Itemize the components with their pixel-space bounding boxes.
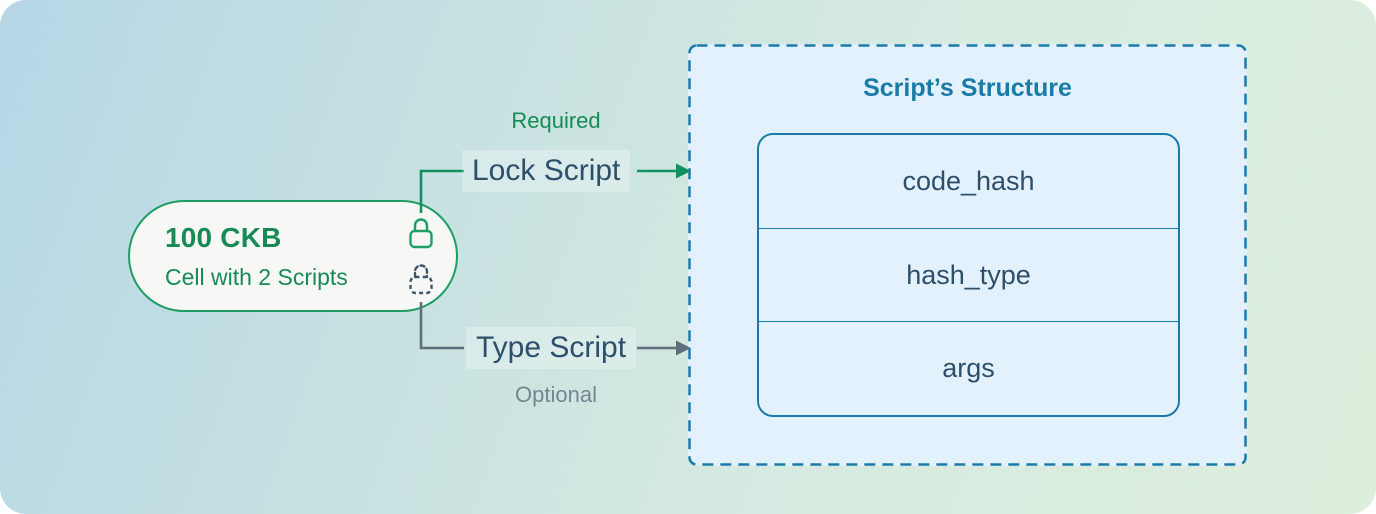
type-script-label: Type Script xyxy=(466,327,637,369)
cell-subtitle: Cell with 2 Scripts xyxy=(165,264,348,290)
required-annotation: Required xyxy=(511,108,601,133)
field-args: args xyxy=(759,321,1178,415)
field-code-hash: code_hash xyxy=(902,165,1035,196)
structure-title: Script’s Structure xyxy=(863,74,1072,102)
cell-capacity-label: 100 CKB xyxy=(165,222,282,253)
dashed-lock-icon xyxy=(406,262,436,302)
field-hash-type: hash_type xyxy=(759,227,1178,322)
lock-icon xyxy=(406,217,436,255)
lock-script-label: Lock Script xyxy=(462,150,631,192)
optional-annotation: Optional xyxy=(515,382,597,407)
type-script-connector xyxy=(419,302,464,350)
script-structure-box: Script’s Structure code_hash hash_type a… xyxy=(688,44,1247,466)
dashed-border xyxy=(688,44,1247,466)
script-fields-table: code_hash hash_type args xyxy=(757,133,1180,417)
cell-pill: 100 CKB Cell with 2 Scripts xyxy=(128,200,458,312)
